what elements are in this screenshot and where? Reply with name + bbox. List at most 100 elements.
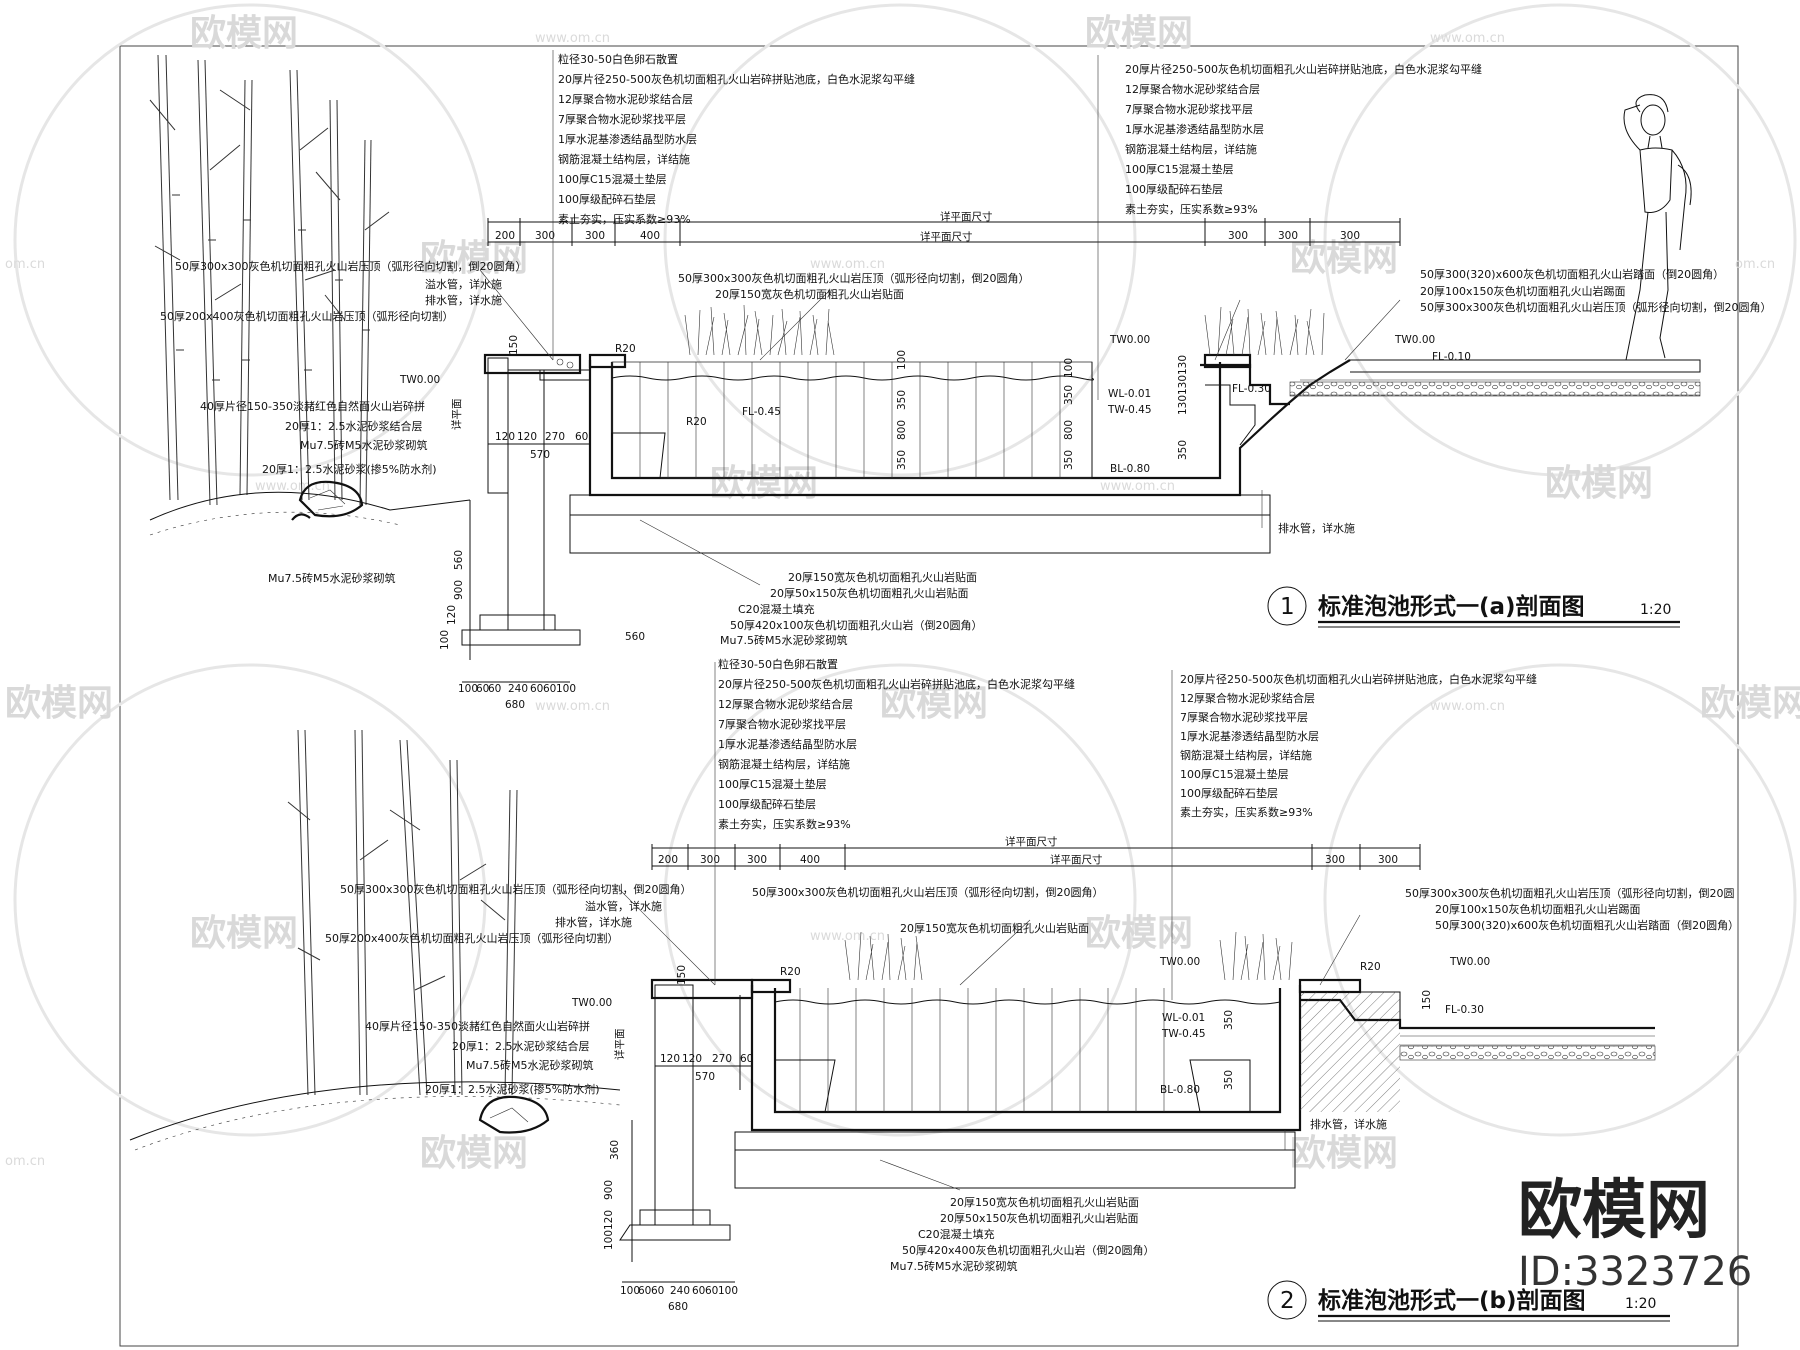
dim-value: 100 [718, 1285, 738, 1297]
watermark-brand: 欧模网 [190, 13, 298, 54]
watermark-site: www.om.cn [1430, 31, 1505, 46]
level-mark: FL-0.30 [1232, 383, 1271, 395]
callout-note: 50厚300x300灰色机切面粗孔火山岩压顶（弧形径向切割，倒20圆角） [752, 885, 1104, 899]
dim-value: 350 [1223, 1010, 1235, 1030]
dim-value: 60 [488, 683, 501, 695]
level-mark: TW0.00 [1109, 334, 1150, 346]
callout-note: 1厚水泥基渗透结晶型防水层 [1180, 729, 1319, 743]
callout-note: 20厚150宽灰色机切面粗孔火山岩贴面 [788, 570, 977, 584]
callout-note: 12厚聚合物水泥砂浆结合层 [558, 92, 693, 106]
dim-value: 120 [517, 431, 537, 443]
watermark-brand: 欧模网 [190, 913, 298, 954]
dim-label: 详平面尺寸 [1005, 835, 1058, 848]
callout-note: C20混凝土填充 [918, 1227, 995, 1241]
dim-value: 300 [1325, 854, 1345, 866]
callout-note: Mu7.5砖M5水泥砂浆砌筑 [300, 438, 427, 452]
dim-value: 570 [530, 449, 550, 461]
levels-1: TW0.00 TW0.00 TW0.00 WL-0.01 TW-0.45 FL-… [399, 334, 1471, 711]
callout-note: 100厚级配碎石垫层 [718, 797, 816, 811]
callout-note: 1厚水泥基渗透结晶型防水层 [558, 132, 697, 146]
section-scale: 1:20 [1640, 602, 1671, 618]
callout-note: 100厚C15混凝土垫层 [1125, 162, 1234, 176]
dim-value: 60 [740, 1053, 753, 1065]
callout-note: 12厚聚合物水泥砂浆结合层 [1180, 691, 1315, 705]
dim-value: 400 [640, 230, 660, 242]
dim-value: 200 [495, 230, 515, 242]
callout-note: 排水管，详水施 [555, 915, 632, 929]
callout-note: C20混凝土填充 [738, 602, 815, 616]
level-mark: TW-0.45 [1107, 404, 1152, 416]
dim-value: 270 [712, 1053, 732, 1065]
level-mark: 详平面 [613, 1029, 626, 1061]
watermark-brand: 欧模网 [1085, 913, 1193, 954]
watermark-brand: 欧模网 [420, 238, 528, 279]
level-mark: TW0.00 [1159, 956, 1200, 968]
callout-note: 100厚级配碎石垫层 [1180, 786, 1278, 800]
watermark-brand: 欧模网 [420, 1133, 528, 1174]
watermark-brand: 欧模网 [880, 683, 988, 724]
aquatic-plants [684, 304, 1325, 356]
dim-value: 120 [682, 1053, 702, 1065]
watermark-site: www.om.cn [535, 699, 610, 714]
level-mark: TW0.00 [571, 997, 612, 1009]
dim-value: 150 [676, 965, 688, 985]
watermark-site: www.om.cn [535, 31, 610, 46]
callout-note: 50厚300x300灰色机切面粗孔火山岩压顶（弧形径向切割，倒20圆角） [175, 259, 527, 273]
callout-note: 40厚片径150-350淡赭红色自然面火山岩碎拼 [200, 399, 425, 413]
notes-right-1: 50厚300(320)x600灰色机切面粗孔火山岩踏面（倒20圆角） 20厚10… [1420, 267, 1772, 314]
callout-note: 20厚100x150灰色机切面粗孔火山岩踢面 [1420, 284, 1626, 298]
notes-top-right-2: 20厚片径250-500灰色机切面粗孔火山岩碎拼贴池底，白色水泥浆勾平缝 12厚… [1180, 672, 1537, 819]
section-2-title: 2 标准泡池形式一(b)剖面图 1:20 [1267, 1280, 1670, 1322]
callout-note: Mu7.5砖M5水泥砂浆砌筑 [720, 633, 847, 647]
watermark-brand: 欧模网 [1085, 13, 1193, 54]
watermark-brand: 欧模网 [1290, 1133, 1398, 1174]
dim-value: 800 [1063, 420, 1075, 440]
dim-value: 200 [658, 854, 678, 866]
dim-value: 300 [585, 230, 605, 242]
dim-value: 60 [651, 1285, 664, 1297]
callout-note: 100厚级配碎石垫层 [1125, 182, 1223, 196]
callout-note: 1厚水泥基渗透结晶型防水层 [1125, 122, 1264, 136]
callout-note: 素土夯实，压实系数≥93% [1125, 202, 1258, 216]
dim-value: 560 [625, 631, 645, 643]
dim-value: 360 [609, 1140, 621, 1160]
callout-note: 20厚150宽灰色机切面粗孔火山岩贴面 [715, 287, 904, 301]
dim-value: 120 [495, 431, 515, 443]
callout-note: Mu7.5砖M5水泥砂浆砌筑 [466, 1058, 593, 1072]
level-mark: WL-0.01 [1162, 1012, 1205, 1024]
section-number-circle [1267, 586, 1307, 626]
brand-stamp: 欧模网 ID:3323726 [1518, 1174, 1752, 1295]
dim-value: 150 [1421, 990, 1433, 1010]
stamp-id: ID:3323726 [1518, 1249, 1752, 1295]
section-1: 详平面尺寸 详平面尺寸 200 300 300 400 300 300 300 … [149, 50, 1772, 711]
callout-note: 50厚420x400灰色机切面粗孔火山岩（倒20圆角） [902, 1243, 1155, 1257]
dim-value: 60 [476, 683, 489, 695]
watermarks: 欧模网 欧模网 欧模网 欧模网 欧模网 欧模网 欧模网 欧模网 欧模网 欧模网 … [5, 3, 1800, 1174]
callout-note: 粒径30-50白色卵石散置 [558, 52, 678, 66]
callout-note: 50厚200x400灰色机切面粗孔火山岩压顶（弧形径向切割） [325, 931, 619, 945]
pool-section-1 [569, 353, 1701, 554]
dim-value: 120 [603, 1210, 615, 1230]
dim-value: 400 [800, 854, 820, 866]
dim-value: 100 [620, 1285, 640, 1297]
dim-value: 100 [458, 683, 478, 695]
callout-note: 20厚150宽灰色机切面粗孔火山岩贴面 [950, 1195, 1139, 1209]
dim-value: 130 [1177, 355, 1189, 375]
watermark-site: www.om.cn [810, 929, 885, 944]
dim-value: 560 [453, 550, 465, 570]
level-mark: WL-0.01 [1108, 388, 1151, 400]
dim-value: 570 [695, 1071, 715, 1083]
level-mark: TW0.00 [1394, 334, 1435, 346]
callout-note: 钢筋混凝土结构层，详结施 [1125, 142, 1257, 156]
notes-bottom-2: 20厚150宽灰色机切面粗孔火山岩贴面 20厚50x150灰色机切面粗孔火山岩贴… [890, 1117, 1387, 1273]
section-number-circle [1267, 1280, 1307, 1320]
callout-note: 20厚1：2.5水泥砂浆结合层 [452, 1039, 590, 1053]
dim-value: 60 [705, 1285, 718, 1297]
callout-note: 钢筋混凝土结构层，详结施 [558, 152, 690, 166]
dim-value: 350 [896, 390, 908, 410]
callout-note: 钢筋混凝土结构层，详结施 [1180, 748, 1312, 762]
dim-value: 120 [660, 1053, 680, 1065]
level-mark: TW-0.45 [1161, 1028, 1206, 1040]
dim-label: 详平面尺寸 [1050, 853, 1103, 866]
